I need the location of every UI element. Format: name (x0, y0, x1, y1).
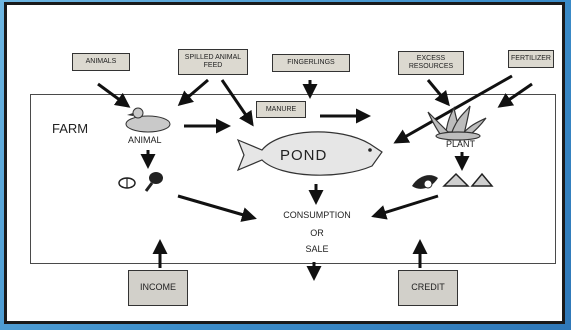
crops-icon (412, 172, 494, 189)
arrow-products-to-consumption (177, 194, 257, 222)
plant-icon (427, 105, 487, 141)
excess-resources-input-label: EXCESS RESOURCES (398, 51, 464, 75)
spilled-feed-input-label: SPILLED ANIMAL FEED (178, 49, 248, 75)
arrow-crops-to-consumption (371, 194, 439, 220)
duck-icon (125, 107, 171, 133)
pond-label: POND (280, 147, 328, 164)
arrow-feed-to-pond (220, 79, 254, 127)
fertilizer-input-label: FERTILIZER (508, 50, 554, 68)
arrow-excess-to-plant (426, 79, 450, 107)
fingerlings-input-label: FINGERLINGS (272, 54, 350, 72)
flow-arrows (97, 74, 533, 281)
farm-boundary (30, 94, 556, 264)
animal-products-icon (118, 172, 163, 192)
credit-box: CREDIT (398, 270, 458, 306)
arrow-feed-to-animal (177, 78, 209, 106)
consumption-label: CONSUMPTION (283, 210, 351, 220)
sale-label: SALE (305, 244, 329, 254)
or-label: OR (310, 228, 324, 238)
income-box: INCOME (128, 270, 188, 306)
pond-fish-icon (236, 131, 383, 176)
arrow-fertilizer-to-plant (497, 82, 533, 108)
plant-label: PLANT (446, 139, 476, 149)
animals-input-label: ANIMALS (72, 53, 130, 71)
arrow-animals-to-animal (97, 82, 131, 108)
manure-label: MANURE (256, 101, 306, 118)
farm-label: FARM (52, 121, 89, 136)
animal-label: ANIMAL (128, 135, 162, 145)
